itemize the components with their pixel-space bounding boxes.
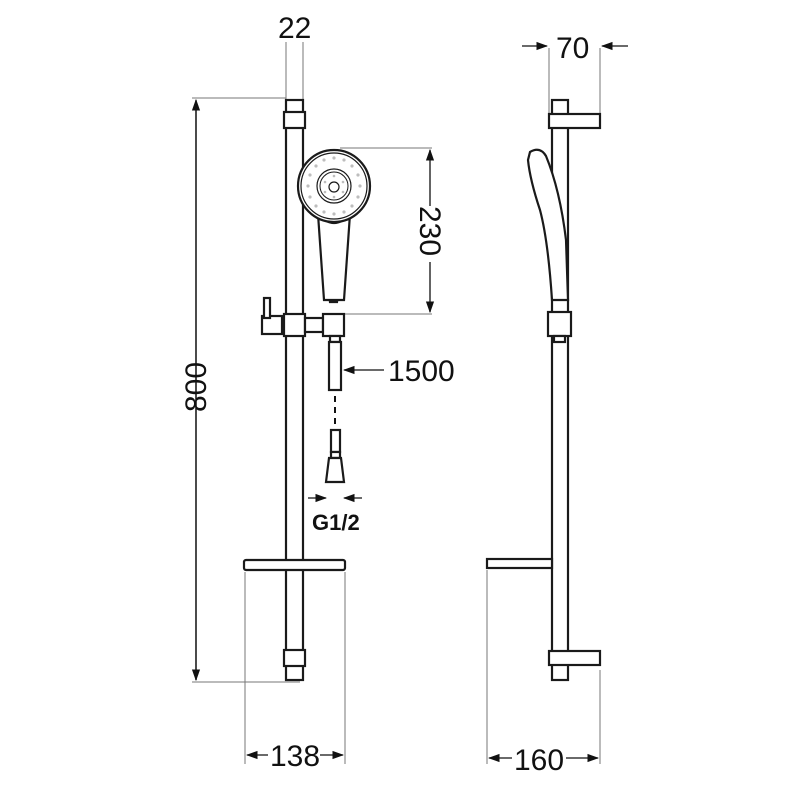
side-soap-dish <box>485 557 554 570</box>
hand-shower <box>296 148 372 304</box>
side-view: 70 160 <box>485 32 628 777</box>
dim-soap-dish-width: 138 <box>270 740 320 773</box>
dim-bracket-depth: 70 <box>556 32 589 65</box>
dim-overall-depth: 160 <box>514 744 564 777</box>
dim-rail-height: 800 <box>180 362 213 412</box>
hose <box>324 334 346 484</box>
dim-rail-width: 22 <box>278 12 311 45</box>
dim-connection-thread: G1/2 <box>312 510 360 535</box>
slide-rail <box>282 98 307 682</box>
soap-dish <box>242 558 347 572</box>
dim-hose-length: 1500 <box>388 355 455 388</box>
top-bracket <box>547 112 602 130</box>
side-hand-shower <box>526 148 570 302</box>
front-view: 22 800 230 1500 G1/2 138 <box>180 12 455 773</box>
side-slider <box>546 310 573 338</box>
dim-hand-shower-length: 230 <box>413 206 446 256</box>
bottom-bracket <box>547 649 602 667</box>
nozzle-dots <box>306 156 362 216</box>
